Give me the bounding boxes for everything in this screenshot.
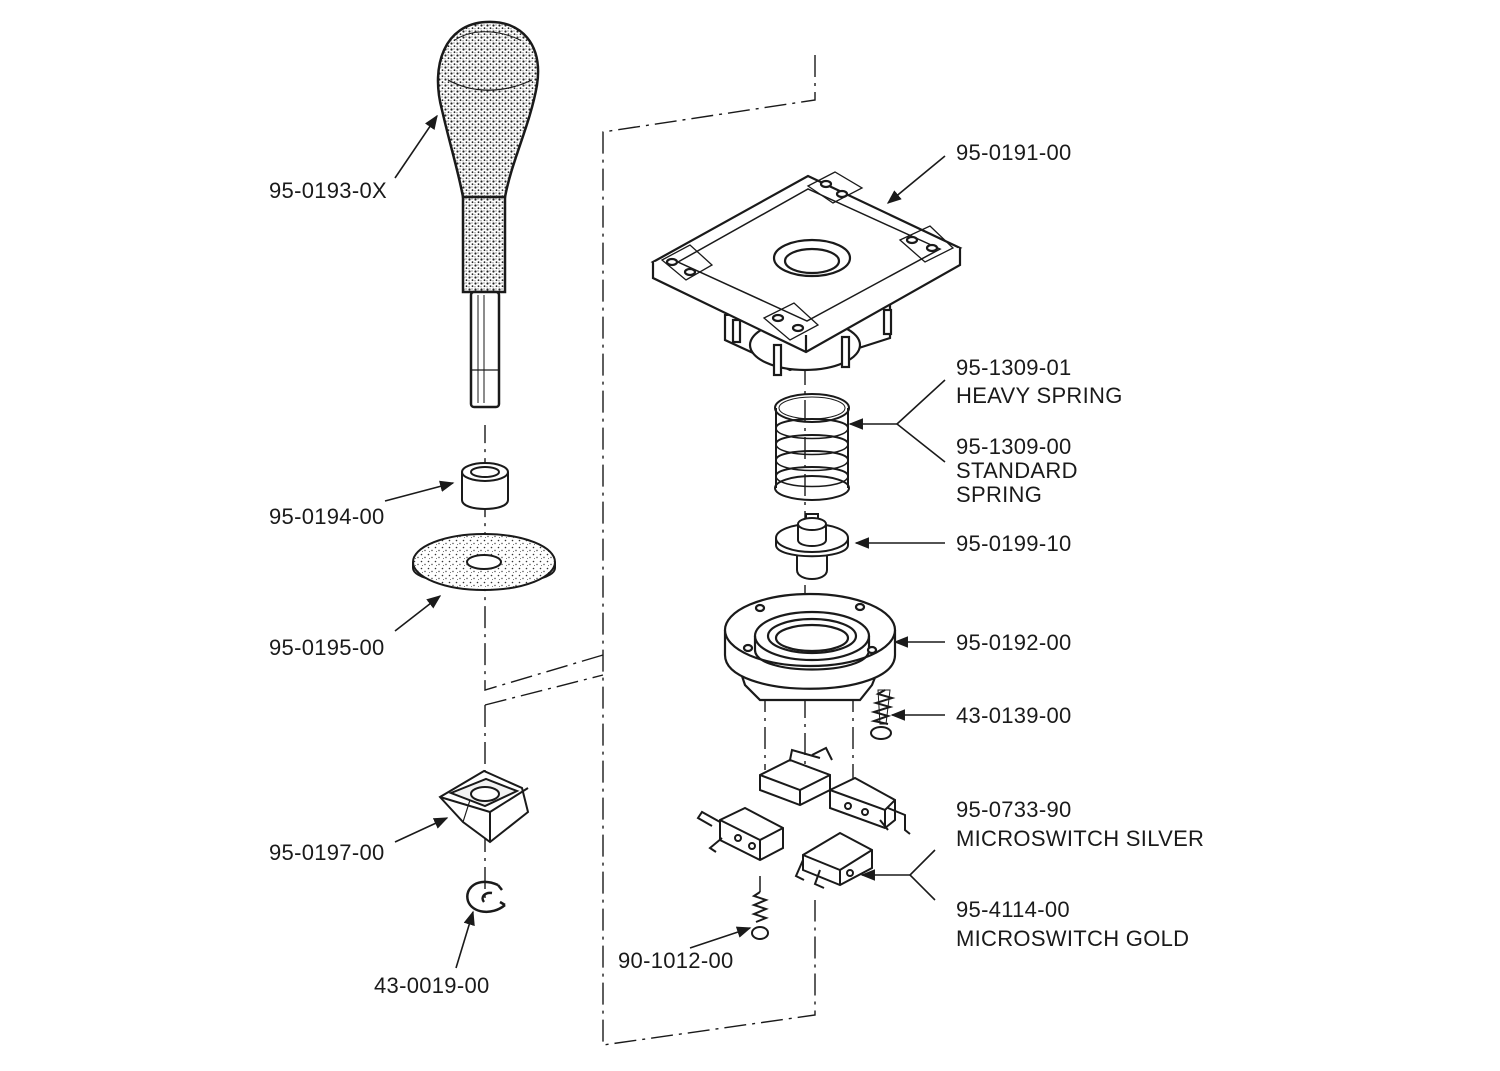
pivot-icon xyxy=(775,513,849,580)
part-label-switch-gold-desc: MICROSWITCH GOLD xyxy=(956,926,1190,951)
part-label-switch-screw: 90-1012-00 xyxy=(618,948,734,973)
part-label-actuator: 95-0197-00 xyxy=(269,840,385,865)
top-plate-icon xyxy=(650,171,963,377)
spring-icon xyxy=(774,393,850,501)
part-label-handle: 95-0193-0X xyxy=(269,178,387,203)
actuator-icon xyxy=(438,769,530,844)
part-label-switch-gold-number: 95-4114-00 xyxy=(956,897,1070,922)
part-label-pivot: 95-0199-10 xyxy=(956,531,1072,556)
part-label-standard-spring-desc2: SPRING xyxy=(956,482,1043,507)
part-label-top-plate: 95-0191-00 xyxy=(956,140,1072,165)
part-label-dust-washer: 95-0195-00 xyxy=(269,635,385,660)
e-clip-icon xyxy=(466,880,506,913)
part-label-switch-silver-number: 95-0733-90 xyxy=(956,797,1072,822)
base-screw-icon xyxy=(870,689,896,740)
leader-lines xyxy=(384,114,946,969)
microswitch-icon xyxy=(696,746,911,889)
switch-screw-icon xyxy=(751,876,769,940)
part-label-heavy-spring-number: 95-1309-01 xyxy=(956,355,1072,380)
joystick-handle-icon xyxy=(436,20,540,409)
part-label-e-clip: 43-0019-00 xyxy=(374,973,490,998)
base-housing-icon xyxy=(723,592,897,702)
part-label-heavy-spring-desc: HEAVY SPRING xyxy=(956,383,1123,408)
dust-washer-icon xyxy=(412,533,556,591)
part-label-bushing: 95-0194-00 xyxy=(269,504,385,529)
bushing-icon xyxy=(461,462,509,510)
part-label-base-screw: 43-0139-00 xyxy=(956,703,1072,728)
part-label-standard-spring-desc1: STANDARD xyxy=(956,458,1078,483)
part-label-base: 95-0192-00 xyxy=(956,630,1072,655)
part-label-standard-spring-number: 95-1309-00 xyxy=(956,434,1072,459)
part-label-switch-silver-desc: MICROSWITCH SILVER xyxy=(956,826,1205,851)
